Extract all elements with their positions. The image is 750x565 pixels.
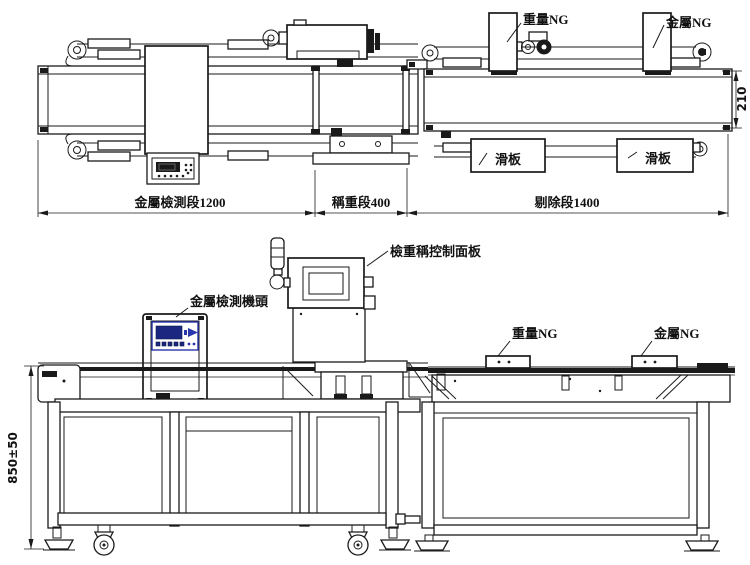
- reject-section-dim: 剔除段1400: [533, 195, 599, 210]
- belt-width-value: 210: [735, 86, 749, 111]
- caster-right: [347, 524, 369, 556]
- transition-bracket-plan: [406, 59, 428, 70]
- slide-plate-right: 滑板: [616, 138, 694, 173]
- checkweigher-control-panel: 檢重稱控制面板: [269, 237, 482, 363]
- weight-ng-label-top: 重量NG: [523, 12, 569, 27]
- reject-conveyor-side: 重量NG 金屬NG: [414, 326, 735, 552]
- pusher-metal-ng-plan: 金屬NG: [642, 12, 712, 72]
- leveling-foot-left: [43, 526, 75, 551]
- metal-detector-head: 金屬檢測機頭: [142, 294, 269, 405]
- pusher-weight-ng-side: 重量NG: [485, 326, 558, 369]
- md-conveyor-frame-plan: [37, 65, 419, 135]
- slide-plate-left: 滑板: [470, 138, 546, 173]
- section-dimensions: 金屬檢測段1200 稱重段400 剔除段1400: [37, 134, 729, 217]
- belt-height-dimension: 850±50: [6, 365, 44, 550]
- weigh-base-plate-plan: [312, 128, 410, 165]
- pusher-metal-ng-side: 金屬NG: [631, 326, 700, 369]
- slide-plate-left-label: 滑板: [495, 152, 522, 167]
- metal-detector-block-plan: [144, 45, 209, 155]
- weight-ng-label-side: 重量NG: [512, 326, 558, 341]
- md-head-display: [151, 321, 199, 351]
- reject-motor-plan: [512, 31, 552, 55]
- metal-ng-label-side: 金屬NG: [653, 326, 700, 341]
- top-view: 滑板 滑板 重量NG 金屬NG 210: [37, 12, 749, 217]
- weigh-motor-plan: [262, 19, 380, 67]
- machine-link-bar: [395, 513, 421, 525]
- md-control-panel-plan: [146, 152, 200, 185]
- metal-detector-head-label: 金屬檢測機頭: [189, 294, 269, 309]
- belt-width-dimension: 210: [722, 70, 749, 129]
- leveling-foot-right: [379, 526, 411, 551]
- slide-plate-right-label: 滑板: [645, 151, 672, 166]
- belt-height-value: 850±50: [6, 432, 20, 484]
- md-panel-buttons: [157, 163, 193, 178]
- checkweigher-panel-label: 檢重稱控制面板: [390, 244, 482, 259]
- caster-left: [93, 524, 115, 556]
- tower-light: [269, 237, 291, 290]
- reject-conveyor-frame-plan: [423, 68, 733, 132]
- weigh-section-separators: [311, 65, 410, 135]
- weigh-section-dim: 稱重段400: [332, 195, 391, 210]
- reject-table-frame: [414, 401, 720, 552]
- metal-detect-section-dim: 金屬檢測段1200: [133, 195, 225, 210]
- md-machine-cabinet: [43, 398, 421, 556]
- side-view: 金屬檢測機頭: [6, 237, 735, 556]
- metal-ng-label-top: 金屬NG: [665, 15, 712, 30]
- pusher-weight-ng-plan: 重量NG: [488, 12, 569, 72]
